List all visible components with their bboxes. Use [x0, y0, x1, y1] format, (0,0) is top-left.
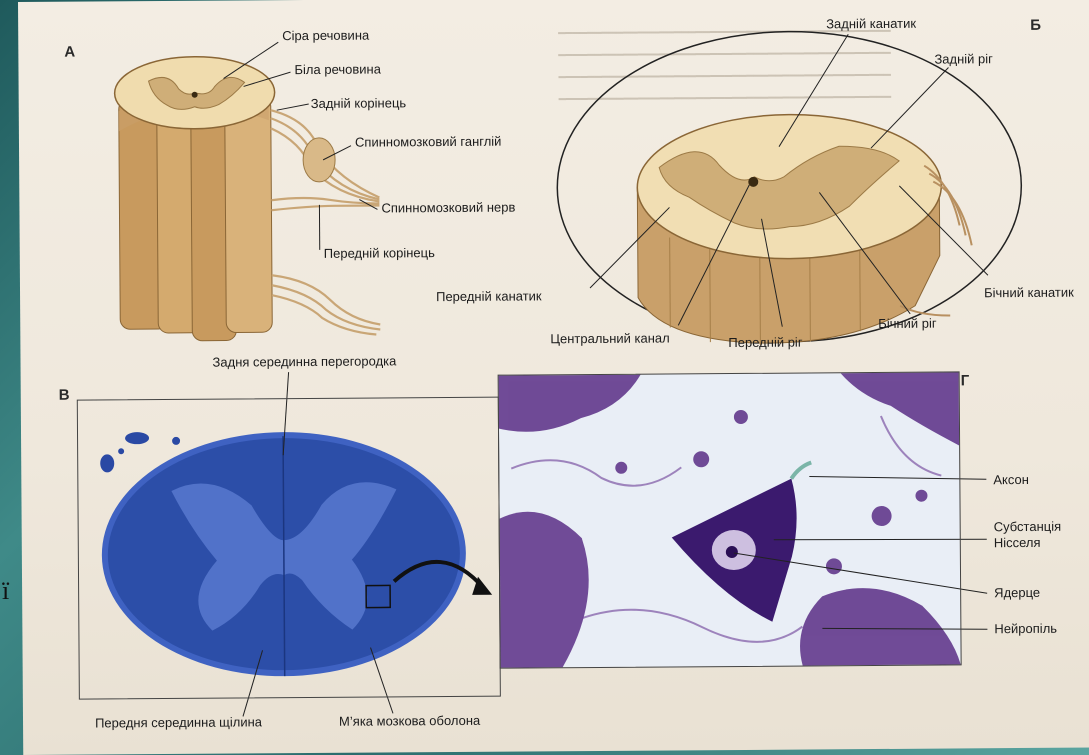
label-lateral-horn: Бічний ріг	[878, 316, 936, 331]
label-white-matter: Біла речовина	[294, 61, 381, 77]
label-spinal-ganglion: Спинномозковий ганглій	[355, 134, 502, 150]
textbook-page: ━━━━━━━━━━━━━━━━━━━━━━━━━━━━━━━━━━━━━━━━…	[18, 0, 1089, 755]
label-ventral-horn: Передній ріг	[728, 335, 802, 351]
label-axon: Аксон	[993, 472, 1029, 487]
label-posterior-septum: Задня серединна перегородка	[212, 353, 396, 369]
label-dorsal-root: Задній корінець	[311, 95, 407, 111]
cross-section-illustration	[556, 30, 1022, 346]
label-nissl: Субстанція Нісселя	[994, 519, 1062, 551]
label-grey-matter: Сіра речовина	[282, 28, 369, 44]
panel-v-frame	[77, 397, 501, 700]
label-spinal-nerve: Спинномозковий нерв	[381, 200, 515, 216]
label-dorsal-horn: Задній ріг	[934, 51, 993, 66]
label-neuropil: Нейропіль	[994, 621, 1057, 636]
label-lateral-funiculus: Бічний канатик	[984, 285, 1074, 301]
label-ventral-root: Передній корінець	[324, 245, 435, 261]
label-ventral-funiculus: Передній канатик	[436, 288, 542, 304]
label-central-canal: Центральний канал	[550, 330, 669, 346]
side-glyph: ї	[2, 576, 9, 606]
label-anterior-fissure: Передня серединна щілина	[95, 714, 262, 730]
label-dorsal-funiculus: Задній канатик	[826, 16, 916, 32]
label-nucleolus: Ядерце	[994, 585, 1040, 600]
panel-g-frame	[498, 371, 962, 668]
label-pia-mater: М’яка мозкова оболона	[339, 713, 480, 729]
